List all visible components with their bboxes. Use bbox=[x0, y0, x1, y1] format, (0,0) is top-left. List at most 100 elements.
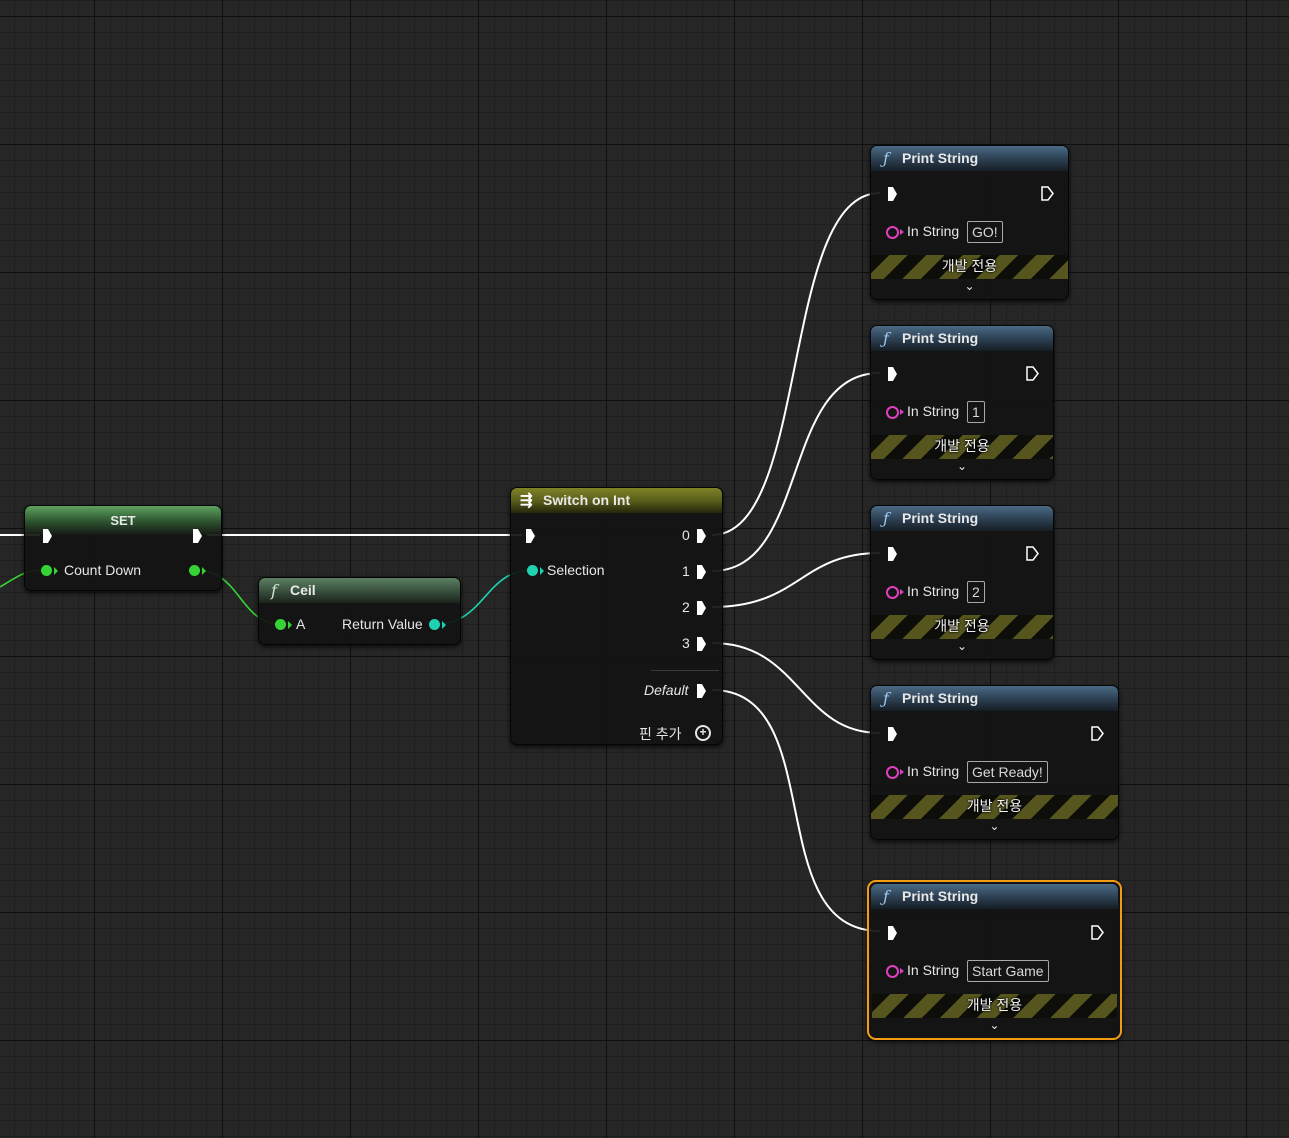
print-string-header[interactable]: ƒ Print String bbox=[871, 884, 1118, 909]
switch-case-0-out-pin[interactable] bbox=[697, 529, 706, 543]
switch-on-int-node[interactable]: ⇶ Switch on Int Selection 0 1 2 3 Defaul… bbox=[510, 487, 723, 745]
in-string-label: In String bbox=[907, 962, 960, 978]
development-only-label: 개발 전용 bbox=[966, 798, 1023, 814]
print-exec-out-pin[interactable] bbox=[1091, 925, 1104, 940]
set-count-down-label: Count Down bbox=[64, 562, 142, 578]
chevron-down-icon[interactable]: ⌄ bbox=[989, 819, 1000, 833]
development-only-bar: 개발 전용 bbox=[871, 615, 1053, 639]
print-string-node-1[interactable]: ƒ Print String In String 1 개발 전용 ⌄ bbox=[870, 325, 1054, 480]
development-only-label: 개발 전용 bbox=[934, 618, 990, 634]
set-count-down-out-pin[interactable] bbox=[189, 565, 200, 576]
switch-case-1-label: 1 bbox=[682, 563, 690, 579]
switch-case-1-out-pin[interactable] bbox=[697, 565, 706, 579]
ceil-node[interactable]: f Ceil A Return Value bbox=[258, 577, 461, 645]
ceil-a-label: A bbox=[296, 616, 306, 632]
print-string-title: Print String bbox=[902, 888, 979, 904]
set-count-down-in-pin[interactable] bbox=[41, 565, 52, 576]
exec-wire-case2 bbox=[711, 552, 881, 608]
print-string-node-2[interactable]: ƒ Print String In String 2 개발 전용 ⌄ bbox=[870, 505, 1054, 660]
in-string-label: In String bbox=[907, 223, 960, 239]
in-string-arrow bbox=[900, 968, 904, 974]
print-string-header[interactable]: ƒ Print String bbox=[871, 326, 1053, 351]
in-string-value-field[interactable]: GO! bbox=[967, 221, 1003, 243]
print-exec-out-pin[interactable] bbox=[1091, 726, 1104, 741]
chevron-down-icon[interactable]: ⌄ bbox=[956, 459, 968, 473]
switch-case-3-out-pin[interactable] bbox=[697, 637, 706, 651]
function-f-icon: ƒ bbox=[883, 329, 889, 348]
chevron-down-icon[interactable]: ⌄ bbox=[964, 279, 975, 293]
print-string-header[interactable]: ƒ Print String bbox=[871, 686, 1118, 711]
switch-node-header[interactable]: ⇶ Switch on Int bbox=[511, 488, 722, 513]
switch-selection-in-pin[interactable] bbox=[527, 565, 538, 576]
in-string-pin[interactable] bbox=[886, 766, 899, 779]
development-only-bar: 개발 전용 bbox=[871, 795, 1118, 819]
set-exec-in-pin[interactable] bbox=[43, 529, 52, 543]
print-exec-out-pin[interactable] bbox=[1026, 366, 1039, 381]
ceil-a-in-pin[interactable] bbox=[275, 619, 286, 630]
in-string-label: In String bbox=[907, 403, 960, 419]
ceil-node-header[interactable]: f Ceil bbox=[259, 578, 460, 603]
in-string-pin[interactable] bbox=[886, 226, 899, 239]
development-only-label: 개발 전용 bbox=[966, 997, 1023, 1013]
print-string-node-go[interactable]: ƒ Print String In String GO! 개발 전용 ⌄ bbox=[870, 145, 1069, 300]
print-string-title: Print String bbox=[902, 150, 979, 166]
switch-default-label: Default bbox=[644, 682, 689, 698]
ceil-a-in-arrow bbox=[288, 621, 292, 629]
exec-wire-case1 bbox=[711, 372, 881, 572]
set-exec-out-pin[interactable] bbox=[193, 529, 202, 543]
in-string-pin[interactable] bbox=[886, 586, 899, 599]
switch-case-3-label: 3 bbox=[682, 635, 690, 651]
print-exec-in-pin[interactable] bbox=[888, 727, 897, 741]
switch-default-out-pin[interactable] bbox=[697, 684, 706, 698]
exec-wire-case0 bbox=[711, 192, 881, 536]
print-exec-in-pin[interactable] bbox=[888, 547, 897, 561]
exec-wire-case3 bbox=[711, 642, 881, 734]
function-f-icon: ƒ bbox=[883, 149, 889, 168]
add-pin-label[interactable]: 핀 추가 bbox=[639, 726, 682, 742]
print-string-title: Print String bbox=[902, 510, 979, 526]
switch-case-0-label: 0 bbox=[682, 527, 690, 543]
in-string-pin[interactable] bbox=[886, 406, 899, 419]
set-node-header[interactable]: SET bbox=[25, 506, 221, 536]
in-string-arrow bbox=[900, 769, 904, 775]
switch-case-2-out-pin[interactable] bbox=[697, 601, 706, 615]
set-count-down-in-arrow bbox=[54, 567, 58, 575]
add-circle-icon[interactable]: + bbox=[695, 725, 711, 741]
function-f-icon: f bbox=[271, 581, 277, 600]
in-string-value-field[interactable]: Start Game bbox=[967, 960, 1049, 982]
development-only-label: 개발 전용 bbox=[934, 438, 990, 454]
print-exec-in-pin[interactable] bbox=[888, 926, 897, 940]
exec-wire-default bbox=[711, 689, 881, 932]
set-count-down-out-arrow bbox=[202, 567, 206, 575]
switch-icon: ⇶ bbox=[520, 492, 533, 509]
set-node[interactable]: SET Count Down bbox=[24, 505, 222, 591]
print-exec-out-pin[interactable] bbox=[1041, 186, 1054, 201]
in-string-arrow bbox=[900, 229, 904, 235]
print-string-node-start-game[interactable]: ƒ Print String In String Start Game 개발 전… bbox=[867, 880, 1122, 1040]
switch-selection-label: Selection bbox=[547, 562, 605, 578]
in-string-value-field[interactable]: Get Ready! bbox=[967, 761, 1048, 783]
print-exec-out-pin[interactable] bbox=[1026, 546, 1039, 561]
development-only-bar: 개발 전용 bbox=[871, 255, 1068, 279]
print-string-title: Print String bbox=[902, 690, 979, 706]
set-node-title: SET bbox=[110, 513, 136, 528]
chevron-down-icon[interactable]: ⌄ bbox=[956, 639, 968, 653]
switch-selection-in-arrow bbox=[540, 567, 544, 575]
development-only-bar: 개발 전용 bbox=[871, 435, 1053, 459]
switch-exec-in-pin[interactable] bbox=[526, 529, 535, 543]
in-string-pin[interactable] bbox=[886, 965, 899, 978]
switch-divider bbox=[651, 670, 719, 671]
development-only-label: 개발 전용 bbox=[941, 258, 998, 274]
function-f-icon: ƒ bbox=[883, 689, 889, 708]
in-string-arrow bbox=[900, 589, 904, 595]
in-string-value-field[interactable]: 2 bbox=[967, 581, 985, 603]
print-string-header[interactable]: ƒ Print String bbox=[871, 506, 1053, 531]
ceil-return-value-out-pin[interactable] bbox=[429, 619, 440, 630]
in-string-value-field[interactable]: 1 bbox=[967, 401, 985, 423]
print-exec-in-pin[interactable] bbox=[888, 187, 897, 201]
print-string-node-get-ready[interactable]: ƒ Print String In String Get Ready! 개발 전… bbox=[870, 685, 1119, 840]
in-string-label: In String bbox=[907, 583, 960, 599]
print-string-header[interactable]: ƒ Print String bbox=[871, 146, 1068, 171]
print-exec-in-pin[interactable] bbox=[888, 367, 897, 381]
chevron-down-icon[interactable]: ⌄ bbox=[989, 1018, 1000, 1032]
